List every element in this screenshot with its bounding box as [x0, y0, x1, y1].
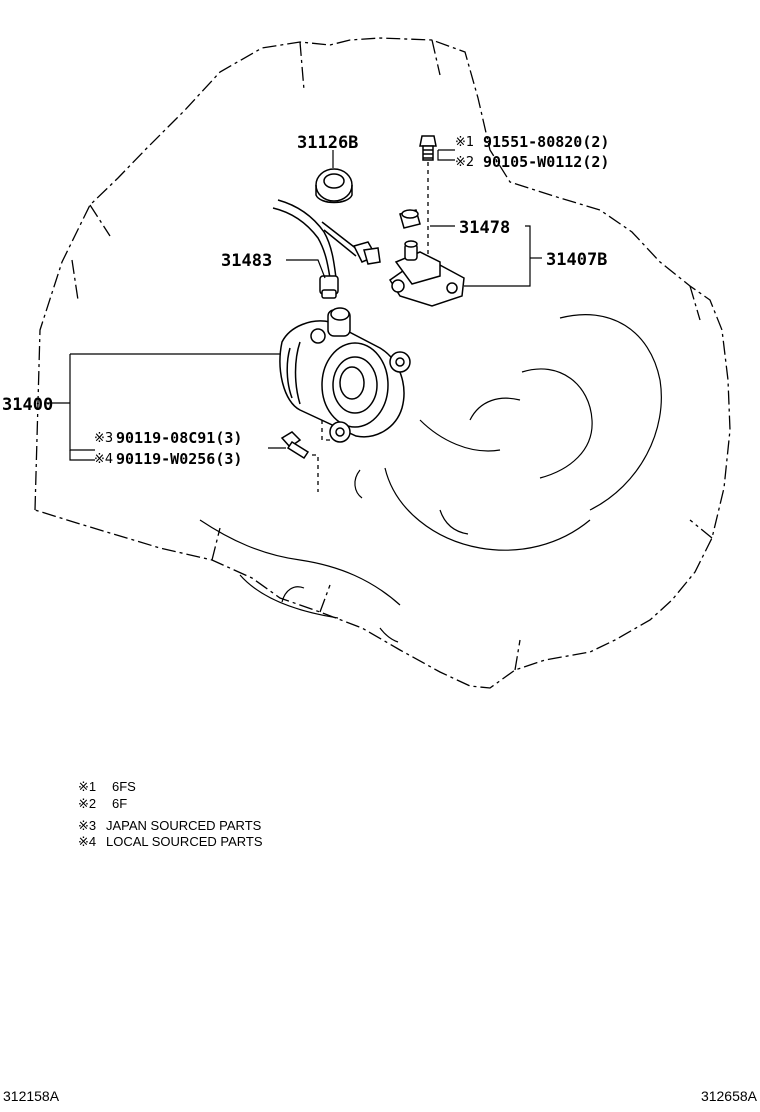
note-text-2: 6F: [112, 796, 127, 811]
bleeder-cap-31478: [399, 209, 421, 229]
note-text-4: LOCAL SOURCED PARTS: [106, 834, 263, 849]
note-text-3: JAPAN SOURCED PARTS: [106, 818, 262, 833]
bolt-91551-90105: [419, 135, 437, 258]
mark-p2: ※2: [455, 155, 474, 170]
mark-p3: ※3: [94, 431, 113, 446]
part-number-90119-08c91: 90119-08C91(3): [116, 429, 242, 447]
transmission-housing-outline: [34, 37, 731, 689]
part-number-91551: 91551-80820(2): [483, 133, 609, 151]
bolt-90119: [280, 420, 330, 492]
footer-right-code: 312658A: [701, 1088, 758, 1104]
notes-legend: ※1 6FS ※2 6F ※3 JAPAN SOURCED PARTS ※4 L…: [78, 779, 263, 849]
note-mark-3: ※3: [78, 818, 96, 833]
bell-housing-curves: [199, 314, 662, 643]
callout-31126b: 31126B: [297, 133, 358, 153]
release-cylinder-31400: [279, 307, 411, 443]
note-mark-2: ※2: [78, 796, 96, 811]
clip-31126b: [315, 168, 353, 204]
note-text-1: 6FS: [112, 779, 136, 794]
note-mark-4: ※4: [78, 834, 96, 849]
callout-31483: 31483: [221, 251, 272, 271]
callout-31400: 31400: [2, 395, 53, 415]
leader-lines: [45, 149, 542, 461]
mark-p1: ※1: [455, 135, 474, 150]
clutch-tube-31483: [272, 199, 381, 299]
note-mark-1: ※1: [78, 779, 96, 794]
footer-left-code: 312158A: [3, 1088, 60, 1104]
callout-31478: 31478: [459, 218, 510, 238]
part-number-90119-w0256: 90119-W0256(3): [116, 450, 242, 468]
part-number-90105: 90105-W0112(2): [483, 153, 609, 171]
union-housing-31407b: [388, 240, 465, 307]
callout-31407b: 31407B: [546, 250, 607, 270]
mark-p4: ※4: [94, 452, 113, 467]
